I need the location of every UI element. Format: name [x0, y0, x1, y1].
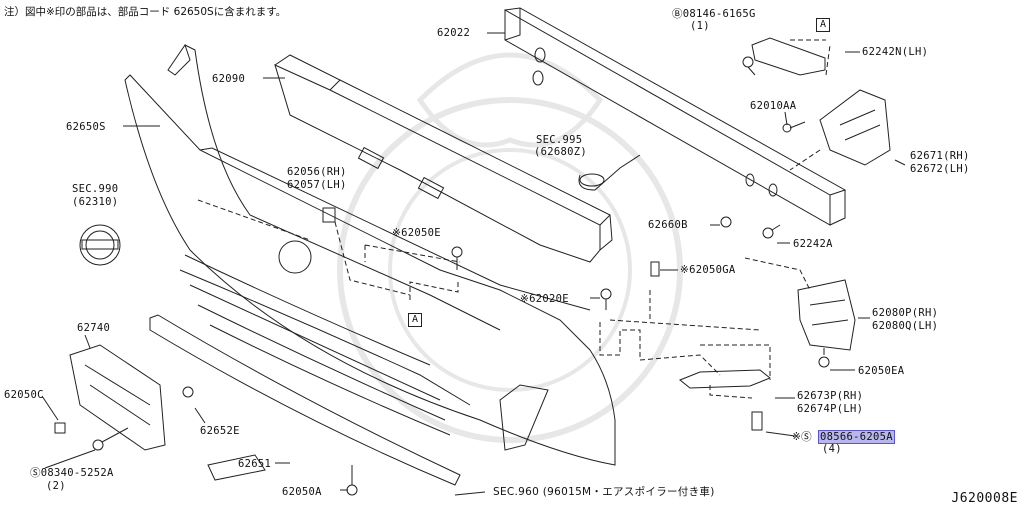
label-62672: 62672(LH) [910, 163, 970, 175]
label-08566-prefix: ※Ⓢ [792, 431, 812, 443]
label-62740: 62740 [77, 322, 111, 334]
watermark [300, 20, 720, 500]
label-62056: 62056(RH) [287, 166, 347, 178]
reinforcement-beam [504, 7, 847, 226]
label-62022: 62022 [437, 27, 471, 39]
label-62242n: 62242N(LH) [862, 46, 929, 58]
label-08340-qty: (2) [46, 480, 66, 492]
label-62020e: ※62020E [520, 293, 569, 305]
bumper-fascia [124, 43, 616, 466]
tow-hook [578, 154, 641, 191]
label-62010aa: 62010AA [750, 100, 797, 112]
label-62050a: 62050A [282, 486, 322, 498]
label-sec990: SEC.990 [72, 183, 119, 195]
label-sec990-sub: (62310) [72, 196, 119, 208]
label-sec995: SEC.995 [536, 134, 583, 146]
fasteners [54, 56, 830, 496]
license-plate-bracket [69, 344, 166, 451]
side-retainer [679, 369, 771, 389]
callout-lines [41, 32, 906, 496]
label-62652e: 62652E [200, 425, 240, 437]
side-bracket [819, 89, 891, 166]
label-08146: Ⓑ08146-6165G [672, 8, 756, 20]
label-62660b: 62660B [648, 219, 688, 231]
plate-cover [207, 454, 266, 481]
label-62050c: 62050C [4, 389, 44, 401]
label-62671: 62671(RH) [910, 150, 970, 162]
energy-absorber [274, 54, 613, 263]
footnote: 注）図中※印の部品は、部品コード 62650Sに含まれます。 [4, 6, 287, 18]
ref-box-a-top: A [816, 18, 830, 32]
label-62090: 62090 [212, 73, 246, 85]
lower-lip-spoiler [149, 314, 461, 486]
label-08566-highlighted[interactable]: 08566-6205A [818, 430, 895, 444]
label-62080q: 62080Q(LH) [872, 320, 939, 332]
label-62050ea: 62050EA [858, 365, 905, 377]
leader-lines [197, 39, 831, 399]
lower-bracket [797, 279, 856, 351]
label-62057: 62057(LH) [287, 179, 347, 191]
label-08146-qty: (1) [690, 20, 710, 32]
diagram-code: J620008E [951, 491, 1018, 506]
label-62674p: 62674P(LH) [797, 403, 864, 415]
label-08340: Ⓢ08340-5252A [30, 467, 114, 479]
label-62673p: 62673P(RH) [797, 390, 864, 402]
label-62242a: 62242A [793, 238, 833, 250]
label-62080p: 62080P(RH) [872, 307, 939, 319]
label-08566-qty: (4) [822, 443, 842, 455]
label-62651: 62651 [238, 458, 272, 470]
label-62050ga: ※62050GA [680, 264, 736, 276]
label-62050e: ※62050E [392, 227, 441, 239]
label-sec995-sub: (62680Z) [534, 146, 587, 158]
label-sec960: SEC.960 (96015M・エアスポイラー付き車) [493, 486, 715, 498]
label-62650s: 62650S [66, 121, 106, 133]
upper-bracket [751, 37, 826, 76]
emblem [79, 224, 121, 266]
ref-box-a-mid: A [408, 313, 422, 327]
